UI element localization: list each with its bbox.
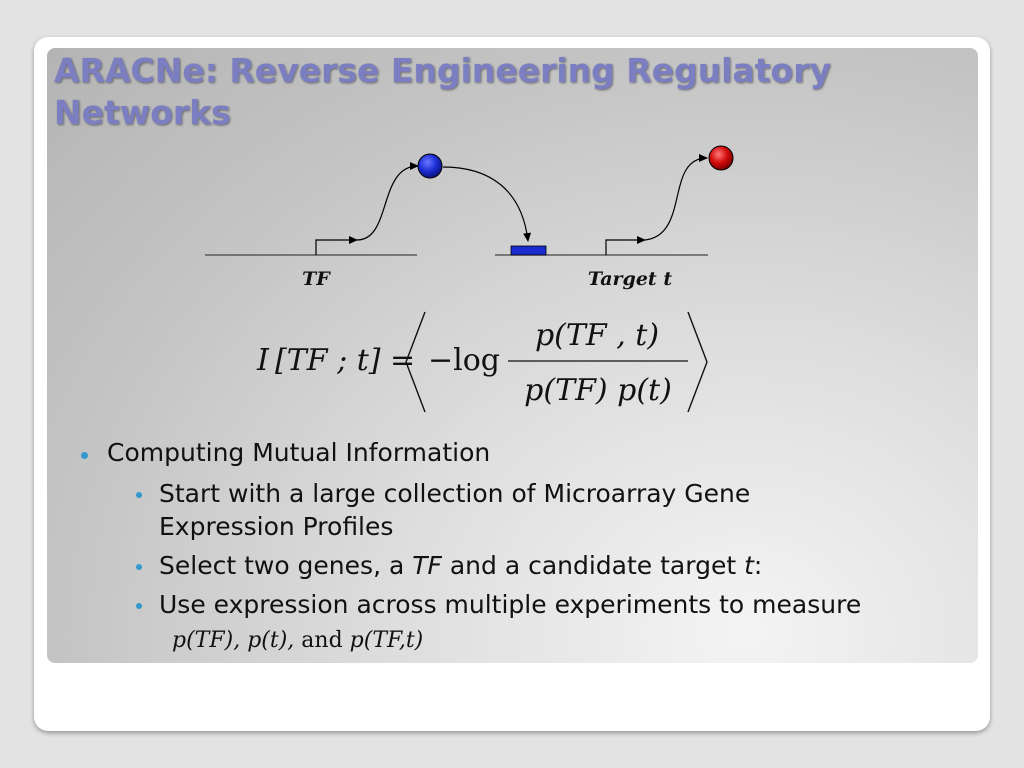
sub-bullet-collection: Start with a large collection of Microar…: [159, 477, 750, 543]
binding-site: [510, 245, 547, 256]
select-genes-tf: TF: [412, 551, 442, 580]
target-protein-icon: [708, 145, 734, 171]
formula-denominator: p(TF) p(t): [524, 373, 672, 408]
select-genes-t: t: [744, 551, 754, 580]
binding-arrow: [442, 166, 532, 242]
bullet-computing-mi: Computing Mutual Information: [107, 438, 491, 467]
slide-content-panel: [47, 48, 978, 663]
formula-right-angle: [687, 311, 708, 413]
target-expression-arrow: [644, 154, 708, 241]
formula-lhs-i: I: [256, 343, 270, 378]
sub-bullet-select-genes: Select two genes, a TF and a candidate t…: [159, 549, 762, 582]
sub-bullet-dot: [136, 492, 142, 498]
formula-lhs-args: [TF ; t] =: [275, 343, 415, 378]
sub-bullet-dot: [136, 564, 142, 570]
sub-bullet-collection-line-2: Expression Profiles: [159, 512, 394, 541]
sub-bullet-dot: [136, 603, 142, 609]
bullet-dot: [81, 452, 88, 459]
mutual-information-formula: I [TF ; t] = −log p(TF , t) p(TF) p(t): [256, 311, 708, 413]
target-label: Target t: [588, 268, 672, 290]
probability-measures: p(TF), p(t), and p(TF,t): [172, 628, 423, 653]
measure-p-t: p(t),: [247, 628, 295, 653]
formula-numerator: p(TF , t): [535, 318, 659, 353]
tf-promoter-arrow: [315, 236, 358, 255]
sub-bullet-collection-line-1: Start with a large collection of Microar…: [159, 479, 751, 508]
measure-and: and: [301, 628, 343, 653]
formula-neglog: −log: [428, 343, 500, 378]
tf-expression-arrow: [356, 162, 419, 241]
target-promoter-arrow: [605, 236, 646, 255]
slide-title-line-1: ARACNe: Reverse Engineering Regulatory: [54, 51, 831, 90]
tf-label: TF: [302, 268, 331, 290]
measure-p-joint: p(TF,t): [349, 628, 424, 653]
measure-p-tf: p(TF),: [172, 628, 241, 653]
slide-title-line-2: Networks: [54, 93, 231, 132]
select-genes-text: Select two genes, a: [159, 551, 413, 580]
select-genes-colon: :: [753, 551, 763, 580]
tf-protein-icon: [417, 153, 443, 179]
select-genes-mid: and a candidate target: [441, 551, 745, 580]
sub-bullet-use-expression: Use expression across multiple experimen…: [159, 590, 862, 619]
formula-left-angle: [405, 311, 426, 413]
slide-title: ARACNe: Reverse Engineering Regulatory N…: [54, 50, 831, 134]
